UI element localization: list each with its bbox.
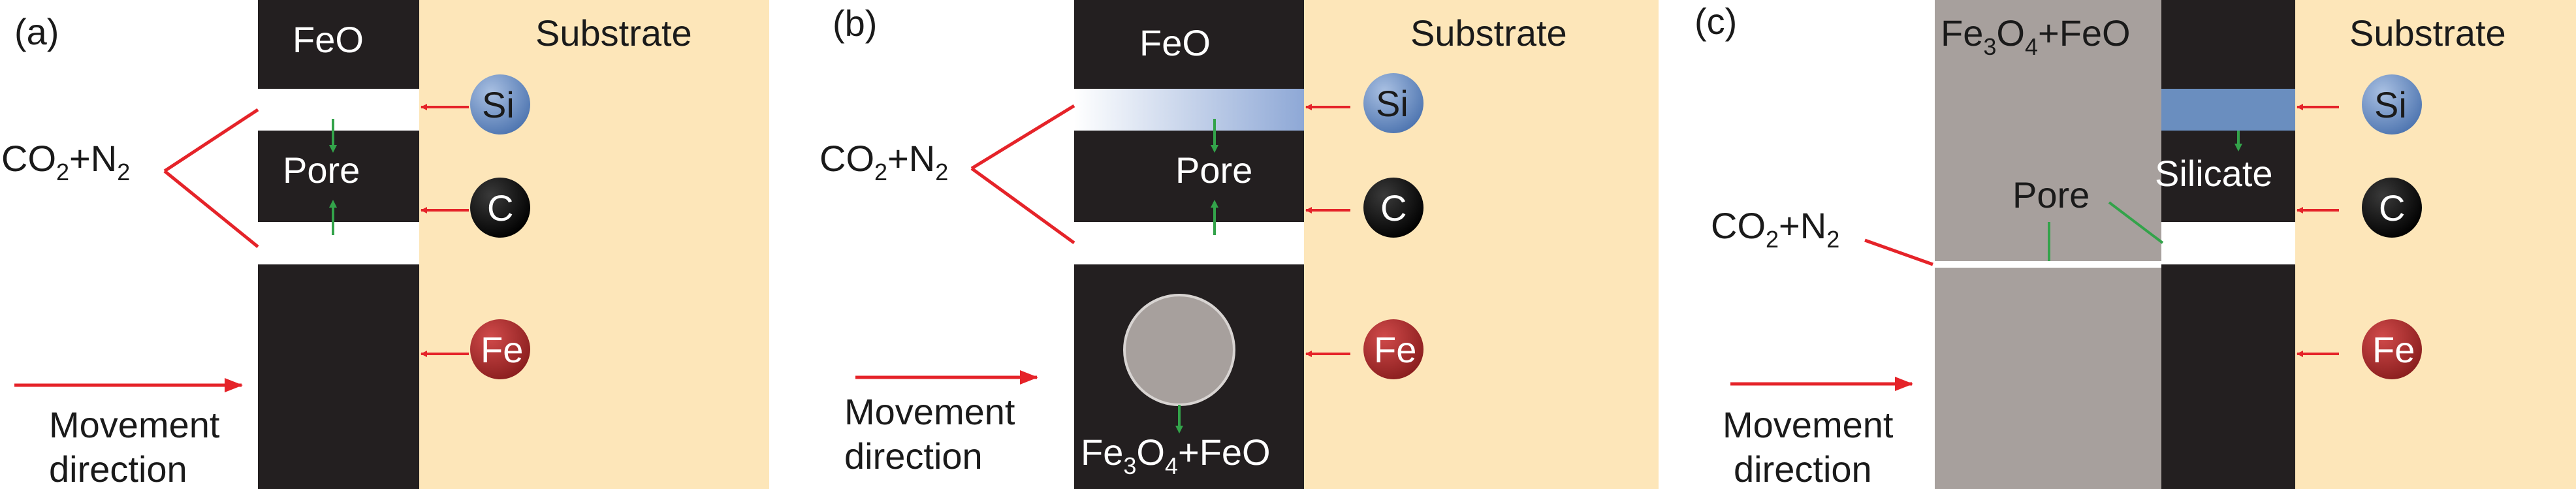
panel-c-fe-ball xyxy=(2362,319,2422,379)
panel-a-pore-label: Pore xyxy=(283,150,360,191)
panel-a-c-ball xyxy=(470,178,530,238)
panel-b-pore-label: Pore xyxy=(1175,150,1252,191)
panel-a-oxide-bottom xyxy=(258,264,419,489)
panel-b-mixed-oxide-label: Fe3O4+FeO xyxy=(1081,432,1271,479)
panel-a-si-ball xyxy=(470,74,530,134)
panel-b-pore-layer xyxy=(1074,131,1304,222)
panel-c-si-ball xyxy=(2362,74,2422,134)
panel-a-pore-layer xyxy=(258,131,419,222)
panel-b-fe-ball xyxy=(1363,319,1423,379)
panel-c-gas-arrow xyxy=(1864,238,1933,266)
panel-b-oxide-particle xyxy=(1123,294,1235,406)
panel-b-c-label: C xyxy=(1380,187,1407,229)
panel-b-movement-1: Movement xyxy=(844,391,1015,432)
panel-b-feo-label: FeO xyxy=(1139,22,1211,63)
panel-b-gas-label: CO2+N2 xyxy=(819,138,948,185)
panel-b-feo-layer xyxy=(1074,0,1304,89)
panel-c-mixed-oxide-label: Fe3O4+FeO xyxy=(1941,12,2131,60)
panel-a-gas-label: CO2+N2 xyxy=(1,138,130,185)
panel-c-silicate-band xyxy=(2161,89,2295,131)
panel-c-substrate xyxy=(2295,0,2576,489)
panel-a-substrate xyxy=(419,0,769,489)
panel-b-c-ball xyxy=(1363,178,1423,238)
panel-b-si-label: Si xyxy=(1376,83,1408,124)
panel-c-inner-oxide-bottom xyxy=(2161,264,2295,489)
panel-c-silicate-label: Silicate xyxy=(2155,153,2273,194)
panel-a-feo-layer xyxy=(258,0,419,89)
panel-c-movement-2: direction xyxy=(1734,449,1872,489)
panel-c-movement-1: Movement xyxy=(1723,404,1894,445)
panel-c-mixed-oxide-top xyxy=(1935,0,2161,261)
panel-b-tag: (b) xyxy=(833,3,877,44)
panel-a-gas-arrow-up xyxy=(163,108,259,173)
panel-c-c-label: C xyxy=(2379,187,2405,229)
panel-b-substrate xyxy=(1304,0,1659,489)
panel-a-fe-ball xyxy=(470,319,530,379)
panel-b-si-ball xyxy=(1363,73,1423,133)
panel-c-pore-pointer-2 xyxy=(2108,201,2164,244)
panel-b-si-enriched-band xyxy=(1074,89,1304,131)
panel-b: (b) Substrate FeO Pore Fe3O4+FeO CO2+N2 … xyxy=(819,0,1659,489)
panel-a-substrate-label: Substrate xyxy=(535,12,692,54)
panel-a-gas-arrow-down xyxy=(163,170,259,248)
panel-b-fe-label: Fe xyxy=(1374,329,1416,370)
panel-a-tag: (a) xyxy=(14,11,59,52)
panel-c-si-label: Si xyxy=(2374,84,2407,125)
panel-b-gas-arrow-down xyxy=(970,166,1075,245)
panel-c: (c) Substrate Fe3O4+FeO Silicate Pore CO… xyxy=(1694,0,2576,489)
panel-a-movement-2: direction xyxy=(49,449,187,489)
panel-b-movement-2: direction xyxy=(844,435,983,477)
panel-c-c-ball xyxy=(2362,178,2422,238)
panel-a: (a) Substrate FeO Pore CO2+N2 Si C Fe Mo… xyxy=(1,0,769,489)
panel-c-tag: (c) xyxy=(1694,1,1737,42)
panel-a-si-label: Si xyxy=(482,84,515,125)
panel-a-fe-label: Fe xyxy=(481,329,523,370)
panel-c-gas-label: CO2+N2 xyxy=(1711,205,1839,253)
panel-a-c-label: C xyxy=(487,187,513,229)
panel-c-fe-label: Fe xyxy=(2372,329,2415,370)
panel-c-pore-label: Pore xyxy=(2012,174,2090,215)
panel-c-mixed-oxide-bottom xyxy=(1935,268,2161,489)
panel-a-feo-label: FeO xyxy=(293,19,364,60)
panel-c-substrate-label: Substrate xyxy=(2349,12,2506,54)
panel-b-substrate-label: Substrate xyxy=(1410,12,1567,54)
panel-b-gas-arrow-up xyxy=(970,104,1075,170)
panel-a-movement-1: Movement xyxy=(49,404,220,445)
